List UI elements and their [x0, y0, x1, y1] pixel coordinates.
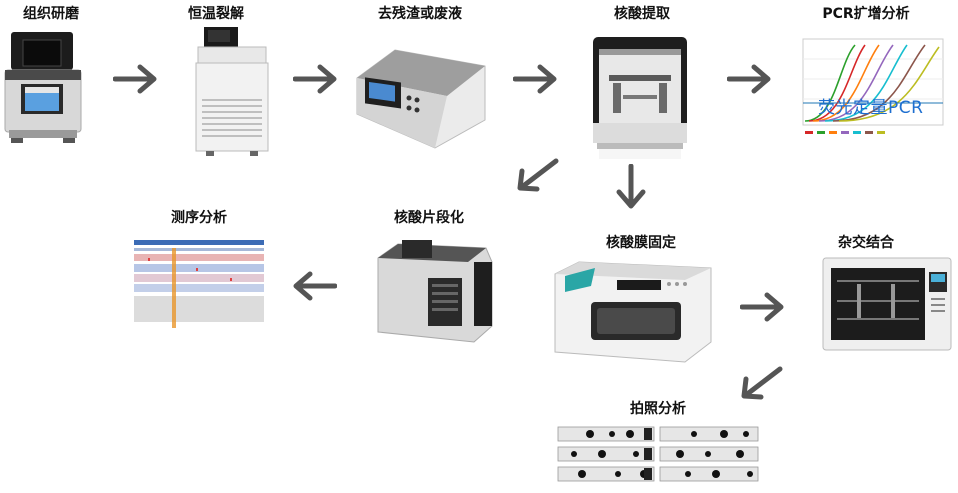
imaging-result-image	[556, 423, 760, 493]
arrow-right-1	[113, 64, 159, 94]
pcr-chart-overlay-text: 荧光定量PCR	[818, 98, 924, 118]
arrow-right-2	[293, 64, 339, 94]
nucleic-acid-extractor-image	[589, 35, 691, 164]
tissue-grinder-image	[1, 30, 85, 149]
sequencing-result-image	[134, 240, 264, 334]
thermostatic-bath-image	[192, 25, 272, 161]
pcr-chart-image: 荧光定量PCR	[795, 33, 947, 145]
step-label-pcr-analysis: PCR扩增分析	[822, 6, 910, 22]
step-label-membrane-fixation: 核酸膜固定	[606, 235, 676, 251]
membrane-fixation-instrument-image	[551, 258, 717, 374]
hybridization-oven-image	[821, 256, 953, 360]
step-label-hybridization: 杂交结合	[838, 235, 894, 251]
step-label-waste-removal: 去残渣或废液	[378, 6, 462, 22]
arrow-right-4	[727, 64, 773, 94]
arrow-left-1	[289, 271, 337, 301]
arrow-right-3	[513, 64, 559, 94]
arrow-down-left-2	[738, 365, 784, 401]
step-label-grinding: 组织研磨	[23, 6, 79, 22]
fragmentation-instrument-image	[368, 238, 498, 352]
step-label-sequencing: 测序分析	[171, 210, 227, 226]
step-label-extraction: 核酸提取	[614, 6, 670, 22]
step-label-imaging: 拍照分析	[630, 401, 686, 417]
residue-removal-instrument-image	[355, 38, 489, 156]
arrow-down-1	[616, 164, 646, 212]
step-label-thermostat: 恒温裂解	[188, 6, 244, 22]
step-label-fragmentation: 核酸片段化	[394, 210, 464, 226]
arrow-down-left-1	[514, 157, 560, 193]
arrow-right-5	[740, 292, 786, 322]
